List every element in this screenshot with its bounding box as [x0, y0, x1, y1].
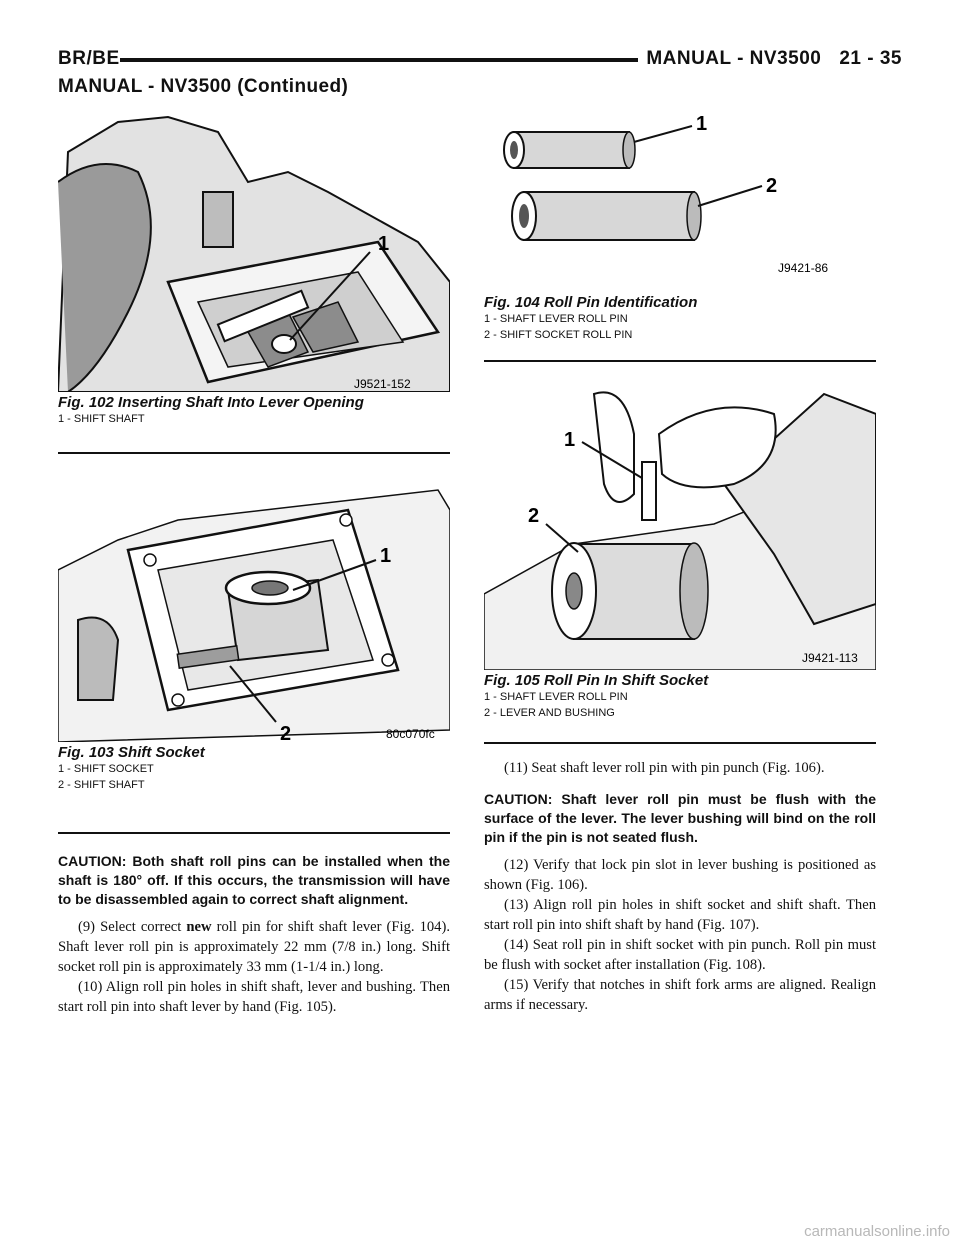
fig105-title: Fig. 105 Roll Pin In Shift Socket: [484, 672, 709, 689]
fig104-illustration: 1 2 J9421-86: [484, 108, 876, 292]
fig105-item-1: 1 - SHAFT LEVER ROLL PIN: [484, 691, 628, 703]
step-10: (10) Align roll pin holes in shift shaft…: [58, 979, 450, 1015]
header-right: MANUAL - NV3500 21 - 35: [638, 48, 902, 70]
fig104-item-2: 2 - SHIFT SOCKET ROLL PIN: [484, 329, 633, 341]
caution-shaft-roll-pins: CAUTION: Both shaft roll pins can be ins…: [58, 853, 450, 907]
fig102-code: J9521-152: [354, 377, 411, 391]
fig103-title: Fig. 103 Shift Socket: [58, 744, 205, 761]
fig104-callout-1: 1: [696, 113, 707, 135]
step-9-text-b: roll pin for shift shaft lever (Fig. 104…: [58, 919, 450, 975]
fig104-callout-2: 2: [766, 175, 777, 197]
fig105-item-2: 2 - LEVER AND BUSHING: [484, 707, 615, 719]
fig105-rule: [484, 742, 876, 744]
header-rule: [120, 58, 652, 62]
fig102-item-1: 1 - SHIFT SHAFT: [58, 413, 145, 425]
header-title: MANUAL - NV3500: [646, 48, 822, 69]
figure-102: 1 J9521-152 Fig. 102 Inserting Shaft Int…: [58, 112, 450, 427]
figure-103: 1 2 80c070fc Fig. 103 Shift Socket 1 - S…: [58, 470, 450, 793]
fig103-rule: [58, 832, 450, 834]
step-13: (13) Align roll pin holes in shift socke…: [484, 897, 876, 933]
step-15: (15) Verify that notches in shift fork a…: [484, 977, 876, 1013]
fig103-item-1: 1 - SHIFT SOCKET: [58, 763, 154, 775]
fig104-code: J9421-86: [778, 261, 828, 275]
fig103-illustration: 1 2 80c070fc: [58, 470, 450, 742]
figure-104: 1 2 J9421-86 Fig. 104 Roll Pin Identific…: [484, 108, 876, 343]
fig103-item-2: 2 - SHIFT SHAFT: [58, 779, 145, 791]
fig102-illustration: 1 J9521-152: [58, 112, 450, 392]
fig103-code: 80c070fc: [386, 727, 435, 741]
page-header: BR/BE MANUAL - NV3500 21 - 35: [58, 40, 902, 80]
step-9-bold: new: [186, 919, 212, 935]
left-column-text: CAUTION: Both shaft roll pins can be ins…: [58, 852, 450, 1017]
right-column-text: (11) Seat shaft lever roll pin with pin …: [484, 758, 876, 1015]
fig105-callout-2: 2: [528, 505, 539, 527]
fig103-callout-1: 1: [380, 545, 391, 567]
step-9: (9) Select correct new roll pin for shif…: [58, 917, 450, 977]
caution-roll-pin-flush: CAUTION: Shaft lever roll pin must be fl…: [484, 791, 876, 845]
header-model: BR/BE: [58, 48, 128, 70]
step-12: (12) Verify that lock pin slot in lever …: [484, 857, 876, 893]
step-14: (14) Seat roll pin in shift socket with …: [484, 937, 876, 973]
figure-105: 1 2 J9421-113 Fig. 105 Roll Pin In Shift…: [484, 374, 876, 721]
fig105-callout-1: 1: [564, 429, 575, 451]
page-number: 21 - 35: [839, 48, 902, 69]
fig105-code: J9421-113: [802, 651, 858, 665]
fig104-rule: [484, 360, 876, 362]
fig105-illustration: 1 2 J9421-113: [484, 374, 876, 670]
fig102-title: Fig. 102 Inserting Shaft Into Lever Open…: [58, 394, 364, 411]
step-9-text-a: (9) Select correct: [78, 919, 187, 935]
fig103-callout-2: 2: [280, 723, 291, 742]
fig104-title: Fig. 104 Roll Pin Identification: [484, 294, 698, 311]
section-continued-title: MANUAL - NV3500 (Continued): [58, 76, 349, 97]
fig102-callout-1: 1: [378, 233, 389, 255]
fig104-item-1: 1 - SHAFT LEVER ROLL PIN: [484, 313, 628, 325]
fig102-rule: [58, 452, 450, 454]
watermark: carmanualsonline.info: [804, 1223, 950, 1240]
step-11: (11) Seat shaft lever roll pin with pin …: [504, 760, 825, 776]
